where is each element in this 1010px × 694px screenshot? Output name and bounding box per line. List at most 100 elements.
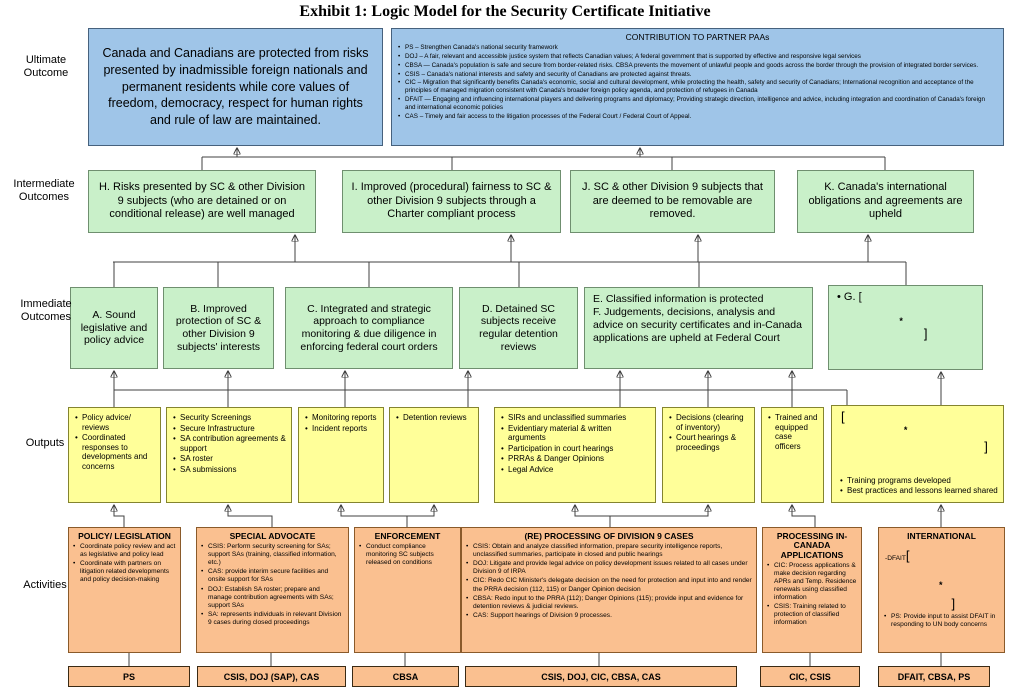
partner-box-cic-csis: CIC, CSIS — [760, 666, 860, 687]
list-item: Conduct compliance monitoring SC subject… — [359, 543, 456, 567]
list-item: CIC: Process applications & make decisio… — [767, 562, 857, 602]
row-label-activities: Activities — [23, 579, 67, 591]
list-item: Monitoring reports — [305, 413, 379, 423]
output-policy-box: Policy advice/ reviewsCoordinated respon… — [68, 407, 161, 503]
activity-international-list: PS: Provide input to assist DFAIT in res… — [884, 613, 1001, 630]
list-item: Coordinated responses to developments an… — [75, 433, 156, 471]
partner-label: CIC, CSIS — [789, 671, 831, 682]
list-item: Detention reviews — [396, 413, 474, 423]
activity-international-dfait: -DFAIT[ — [885, 548, 910, 563]
intermediate-outcome-k-text: K. Canada's international obligations an… — [808, 180, 963, 221]
intermediate-outcome-h: H. Risks presented by SC & other Divisio… — [88, 170, 316, 233]
list-item: PS: Provide input to assist DFAIT in res… — [884, 613, 1001, 629]
list-item: CSIS – Canada's national interests and s… — [398, 71, 997, 79]
list-item: SIRs and unclassified summaries — [501, 413, 651, 423]
immediate-outcome-f-text: F. Judgements, decisions, analysis and a… — [593, 306, 802, 345]
row-label-ultimate-outcome: Ultimate Outcome — [23, 54, 69, 80]
redaction-bracket: ] — [923, 325, 928, 341]
ultimate-outcome-text: Canada and Canadians are protected from … — [102, 45, 369, 128]
list-item: PS – Strengthen Canada's national securi… — [398, 44, 997, 52]
contribution-to-partner-paas-box: CONTRIBUTION TO PARTNER PAAs PS – Streng… — [391, 28, 1004, 146]
immediate-outcome-g-label: • G. [ — [837, 291, 862, 303]
activity-policy-legislation-box: POLICY/ LEGISLATION Coordinate policy re… — [68, 527, 181, 653]
list-item: CIC: Redo CIC Minister's delegate decisi… — [466, 577, 752, 593]
list-item: DOJ: Establish SA roster; prepare and ma… — [201, 586, 344, 610]
immediate-outcome-b-text: B. Improved protection of SC & other Div… — [175, 302, 262, 353]
activity-in-canada-list: CIC: Process applications & make decisio… — [767, 562, 857, 627]
output-detention-list: Detention reviews — [396, 413, 474, 423]
immediate-outcome-e-text: E. Classified information is protected — [593, 293, 764, 305]
activity-special-advocate-box: SPECIAL ADVOCATE CSIS: Perform security … — [196, 527, 349, 653]
list-item: DFAIT — Engaging and influencing interna… — [398, 96, 997, 112]
list-item: DOJ – A fair, relevant and accessible ju… — [398, 53, 997, 61]
immediate-outcome-g-redacted: • G. [ * ] — [828, 285, 983, 370]
output-detention-box: Detention reviews — [389, 407, 479, 503]
redaction-bracket: [ — [905, 548, 910, 563]
output-monitoring-box: Monitoring reportsIncident reports — [298, 407, 384, 503]
list-item: Court hearings & proceedings — [669, 433, 750, 452]
list-item: DOJ: Litigate and provide legal advice o… — [466, 560, 752, 576]
list-item: Legal Advice — [501, 465, 651, 475]
redaction-bracket: ] — [984, 438, 988, 454]
activity-reprocessing-list: CSIS: Obtain and analyze classified info… — [466, 543, 752, 619]
list-item: CSIS: Perform security screening for SAs… — [201, 543, 344, 567]
list-item: Training programs developed — [840, 476, 1000, 485]
partner-box-csis-doj-cas: CSIS, DOJ (SAP), CAS — [197, 666, 346, 687]
partner-label: CSIS, DOJ, CIC, CBSA, CAS — [541, 671, 661, 682]
list-item: CSIS: Training related to protection of … — [767, 603, 857, 627]
list-item: Decisions (clearing of inventory) — [669, 413, 750, 432]
immediate-outcome-c-text: C. Integrated and strategic approach to … — [300, 302, 438, 353]
row-label-immediate-outcomes: Immediate Outcomes — [20, 298, 72, 324]
list-item: CAS: provide interim secure facilities a… — [201, 568, 344, 584]
output-monitoring-list: Monitoring reportsIncident reports — [305, 413, 379, 433]
immediate-outcome-c: C. Integrated and strategic approach to … — [285, 287, 453, 369]
list-item: Evidentiary material & written arguments — [501, 424, 651, 443]
list-item: SA submissions — [173, 465, 287, 475]
list-item: Secure Infrastructure — [173, 424, 287, 434]
intermediate-outcome-j: J. SC & other Division 9 subjects that a… — [570, 170, 775, 233]
list-item: CIC – Migration that significantly benef… — [398, 79, 997, 95]
redaction-star: * — [939, 580, 943, 591]
dfait-text: -DFAIT — [885, 555, 906, 562]
immediate-outcome-b: B. Improved protection of SC & other Div… — [163, 287, 274, 369]
activity-enforcement-box: ENFORCEMENT Conduct compliance monitorin… — [354, 527, 461, 653]
partner-box-cbsa: CBSA — [352, 666, 459, 687]
redaction-bracket: [ — [841, 409, 845, 424]
list-item: SA: represents individuals in relevant D… — [201, 611, 344, 627]
redaction-bracket: ] — [951, 596, 956, 612]
partner-label: DFAIT, CBSA, PS — [897, 671, 971, 682]
partner-box-ps: PS — [68, 666, 190, 687]
immediate-outcome-a-text: A. Sound legislative and policy advice — [80, 309, 148, 347]
output-case-officers-list: Trained and equipped case officers — [768, 413, 819, 451]
contribution-title: CONTRIBUTION TO PARTNER PAAs — [625, 32, 770, 42]
row-label-intermediate-outcomes: Intermediate Outcomes — [13, 178, 75, 204]
intermediate-outcome-k: K. Canada's international obligations an… — [797, 170, 974, 233]
activity-heading: INTERNATIONAL — [907, 531, 976, 541]
list-item: CSIS: Obtain and analyze classified info… — [466, 543, 752, 559]
output-training-redacted-box: [ * ] Training programs developedBest pr… — [831, 405, 1004, 503]
immediate-outcome-a: A. Sound legislative and policy advice — [70, 287, 158, 369]
activity-heading: POLICY/ LEGISLATION — [78, 531, 171, 541]
output-case-officers-box: Trained and equipped case officers — [761, 407, 824, 503]
activity-heading: ENFORCEMENT — [374, 531, 441, 541]
output-training-list: Training programs developedBest practice… — [840, 476, 1000, 496]
list-item: CAS: Support hearings of Division 9 proc… — [466, 612, 752, 620]
output-sirs-box: SIRs and unclassified summariesEvidentia… — [494, 407, 656, 503]
activity-international-box: INTERNATIONAL -DFAIT[ * ] PS: Provide in… — [878, 527, 1005, 653]
list-item: PRRAs & Danger Opinions — [501, 454, 651, 464]
activity-heading: (RE) PROCESSING OF DIVISION 9 CASES — [524, 531, 694, 541]
output-decisions-box: Decisions (clearing of inventory)Court h… — [662, 407, 755, 503]
redaction-star: * — [899, 315, 903, 326]
activity-heading: SPECIAL ADVOCATE — [229, 531, 316, 541]
activity-enforcement-list: Conduct compliance monitoring SC subject… — [359, 543, 456, 567]
activity-in-canada-applications-box: PROCESSING IN-CANADA APPLICATIONS CIC: P… — [762, 527, 862, 653]
output-special-advocate-list: Security ScreeningsSecure Infrastructure… — [173, 413, 287, 475]
output-policy-list: Policy advice/ reviewsCoordinated respon… — [75, 413, 156, 472]
contribution-list: PS – Strengthen Canada's national securi… — [398, 44, 997, 121]
intermediate-outcome-h-text: H. Risks presented by SC & other Divisio… — [98, 180, 306, 221]
immediate-outcome-ef: E. Classified information is protected F… — [584, 287, 813, 369]
partner-label: CSIS, DOJ (SAP), CAS — [223, 671, 320, 682]
activity-special-advocate-list: CSIS: Perform security screening for SAs… — [201, 543, 344, 626]
list-item: SA roster — [173, 454, 287, 464]
